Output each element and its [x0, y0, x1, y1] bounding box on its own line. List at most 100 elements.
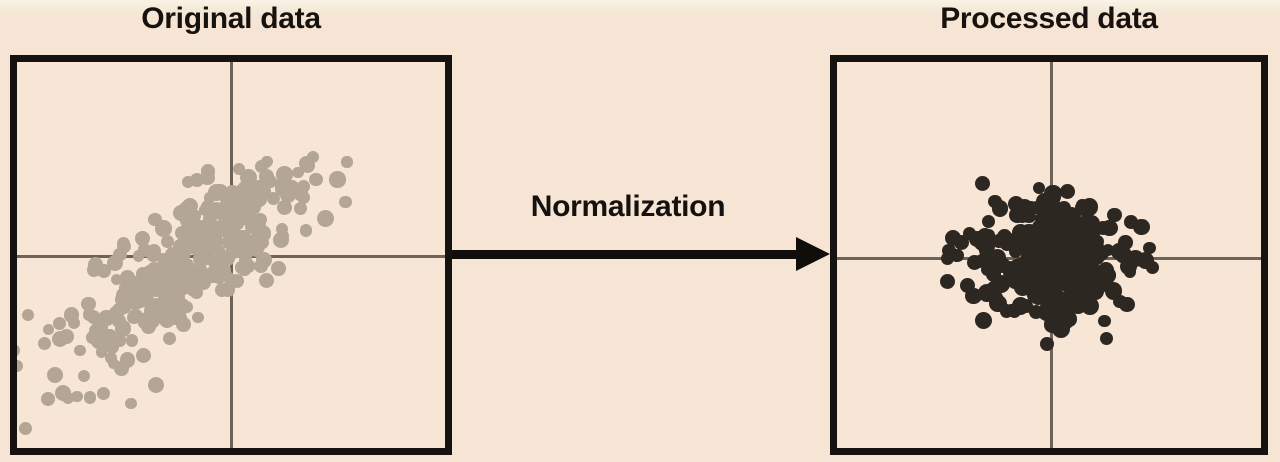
scatter-point: [296, 179, 311, 194]
scatter-point: [117, 239, 131, 254]
scatter-point: [1020, 299, 1034, 313]
scatter-point: [91, 333, 107, 350]
scatter-point: [277, 199, 293, 216]
scatter-point: [293, 202, 307, 216]
scatter-point: [317, 209, 335, 227]
scatter-point: [1061, 211, 1075, 225]
scatter-point: [123, 275, 140, 292]
scatter-point: [329, 171, 346, 188]
scatter-point: [940, 251, 954, 265]
scatter-point: [309, 172, 323, 186]
scatter-point: [239, 209, 257, 227]
scatter-point: [1146, 261, 1159, 274]
scatter-point: [267, 192, 280, 205]
scatter-point: [306, 150, 319, 163]
scatter-point: [110, 273, 123, 286]
scatter-point: [974, 311, 993, 330]
scatter-point: [1028, 259, 1046, 277]
scatter-point: [1033, 181, 1046, 194]
scatter-point: [185, 264, 201, 281]
scatter-point: [137, 315, 150, 328]
scatter-point: [133, 250, 145, 262]
scatter-point: [106, 254, 124, 271]
scatter-point: [78, 369, 91, 383]
scatter-point: [276, 222, 289, 235]
scatter-point: [1084, 226, 1101, 242]
scatter-point: [1080, 296, 1099, 315]
scatter-point: [1116, 250, 1129, 264]
scatter-point: [981, 214, 996, 229]
scatter-point: [135, 347, 152, 363]
scatter-point: [965, 287, 982, 305]
scatter-point: [253, 259, 268, 274]
scatter-point: [188, 242, 202, 256]
original-plot-area: [17, 62, 445, 448]
scatter-point: [95, 346, 108, 358]
scatter-point: [1100, 219, 1118, 237]
scatter-point: [109, 306, 123, 320]
scatter-point: [180, 300, 193, 313]
scatter-point: [125, 333, 139, 347]
scatter-point: [209, 201, 223, 216]
scatter-point: [990, 280, 1005, 295]
scatter-point: [1027, 286, 1044, 303]
scatter-point: [134, 231, 150, 247]
scatter-point: [205, 268, 220, 284]
scatter-point: [299, 224, 313, 238]
scatter-point: [1051, 260, 1066, 275]
original-data-panel: [10, 55, 452, 455]
scatter-point: [47, 366, 64, 383]
scatter-point: [203, 192, 216, 204]
scatter-point: [1051, 320, 1070, 338]
scatter-point: [104, 352, 117, 365]
scatter-point: [108, 358, 120, 370]
scatter-point: [22, 309, 35, 322]
scatter-point: [199, 170, 215, 186]
scatter-point: [182, 176, 195, 189]
scatter-point: [234, 261, 248, 274]
scatter-point: [1057, 234, 1074, 251]
scatter-point: [1007, 304, 1022, 319]
scatter-point: [83, 390, 97, 404]
scatter-point: [160, 234, 174, 248]
scatter-point: [1044, 184, 1062, 203]
scatter-point: [67, 317, 80, 330]
scatter-point: [1047, 277, 1062, 291]
scatter-point: [260, 156, 272, 168]
scatter-point: [1063, 282, 1080, 299]
scatter-point: [40, 392, 55, 407]
scatter-point: [253, 212, 267, 226]
scatter-point: [224, 184, 241, 201]
scatter-point: [1039, 219, 1054, 233]
scatter-point: [991, 199, 1009, 217]
scatter-point: [53, 317, 67, 331]
scatter-point: [1074, 200, 1089, 215]
scatter-point: [137, 243, 152, 258]
scatter-point: [974, 175, 990, 191]
scatter-point: [1065, 294, 1083, 313]
scatter-point: [239, 247, 254, 261]
scatter-point: [233, 162, 245, 175]
scatter-point: [200, 248, 216, 264]
scatter-point: [1025, 245, 1038, 258]
scatter-point: [223, 249, 235, 261]
scatter-point: [1096, 266, 1115, 285]
scatter-point: [284, 179, 299, 195]
scatter-point: [258, 272, 274, 288]
scatter-point: [215, 283, 230, 298]
processed-plot-area: [837, 62, 1261, 448]
scatter-point: [1041, 229, 1058, 246]
scatter-point: [203, 211, 217, 226]
scatter-point: [213, 245, 225, 257]
scatter-point: [152, 304, 168, 320]
scatter-point: [1040, 337, 1055, 351]
scatter-point: [292, 166, 304, 179]
scatter-point: [242, 235, 256, 248]
scatter-point: [191, 311, 204, 324]
scatter-point: [1041, 205, 1059, 223]
scatter-point: [169, 254, 183, 268]
scatter-point: [154, 220, 172, 237]
scatter-point: [152, 264, 169, 282]
scatter-point: [147, 376, 165, 394]
